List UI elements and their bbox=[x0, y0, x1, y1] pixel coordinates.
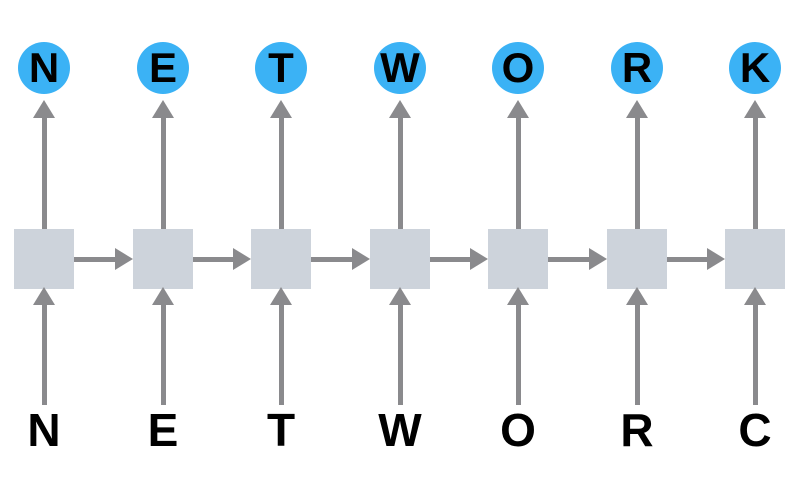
output-node: W bbox=[374, 42, 426, 94]
input-letter: W bbox=[378, 404, 422, 456]
arrow-right-icon bbox=[548, 248, 607, 270]
output-letter: O bbox=[501, 44, 535, 91]
arrow-up-icon bbox=[744, 100, 766, 229]
input-letter: T bbox=[266, 404, 296, 456]
arrow-up-icon bbox=[389, 100, 411, 229]
rnn-column: E E bbox=[118, 0, 208, 500]
rnn-column: T T bbox=[236, 0, 326, 500]
output-letter: T bbox=[268, 44, 294, 91]
rnn-cell bbox=[725, 229, 785, 289]
output-node: E bbox=[137, 42, 189, 94]
arrow-up-icon bbox=[33, 100, 55, 229]
input-letter: O bbox=[500, 404, 536, 456]
input-letter: N bbox=[27, 404, 61, 456]
arrow-right-icon bbox=[193, 248, 251, 270]
rnn-cell bbox=[133, 229, 193, 289]
arrow-up-icon bbox=[744, 287, 766, 405]
rnn-column: W W bbox=[355, 0, 445, 500]
rnn-column: N N bbox=[0, 0, 89, 500]
output-node: O bbox=[492, 42, 544, 94]
arrow-up-icon bbox=[626, 287, 648, 405]
arrow-up-icon bbox=[152, 100, 174, 229]
rnn-column: K C bbox=[710, 0, 800, 500]
rnn-cell bbox=[607, 229, 667, 289]
rnn-cell bbox=[251, 229, 311, 289]
arrow-up-icon bbox=[270, 100, 292, 229]
arrow-right-icon bbox=[430, 248, 488, 270]
arrow-right-icon bbox=[311, 248, 370, 270]
output-letter: R bbox=[621, 44, 653, 91]
input-letter: R bbox=[620, 404, 654, 456]
input-letter: E bbox=[147, 404, 179, 456]
arrow-up-icon bbox=[270, 287, 292, 405]
output-node: N bbox=[18, 42, 70, 94]
input-letter: C bbox=[738, 404, 772, 456]
output-letter: E bbox=[148, 44, 177, 91]
rnn-cell bbox=[488, 229, 548, 289]
arrow-up-icon bbox=[152, 287, 174, 405]
output-letter: N bbox=[28, 44, 60, 91]
arrow-up-icon bbox=[507, 287, 529, 405]
arrow-up-icon bbox=[389, 287, 411, 405]
output-letter: W bbox=[380, 44, 420, 91]
output-node: R bbox=[611, 42, 663, 94]
rnn-column: O O bbox=[473, 0, 563, 500]
rnn-cell bbox=[14, 229, 74, 289]
rnn-column: R R bbox=[592, 0, 682, 500]
rnn-cell bbox=[370, 229, 430, 289]
output-node: T bbox=[255, 42, 307, 94]
output-letter: K bbox=[739, 44, 771, 91]
arrow-right-icon bbox=[667, 248, 725, 270]
arrow-up-icon bbox=[507, 100, 529, 229]
arrow-right-icon bbox=[74, 248, 133, 270]
arrow-up-icon bbox=[33, 287, 55, 405]
arrow-up-icon bbox=[626, 100, 648, 229]
output-node: K bbox=[729, 42, 781, 94]
